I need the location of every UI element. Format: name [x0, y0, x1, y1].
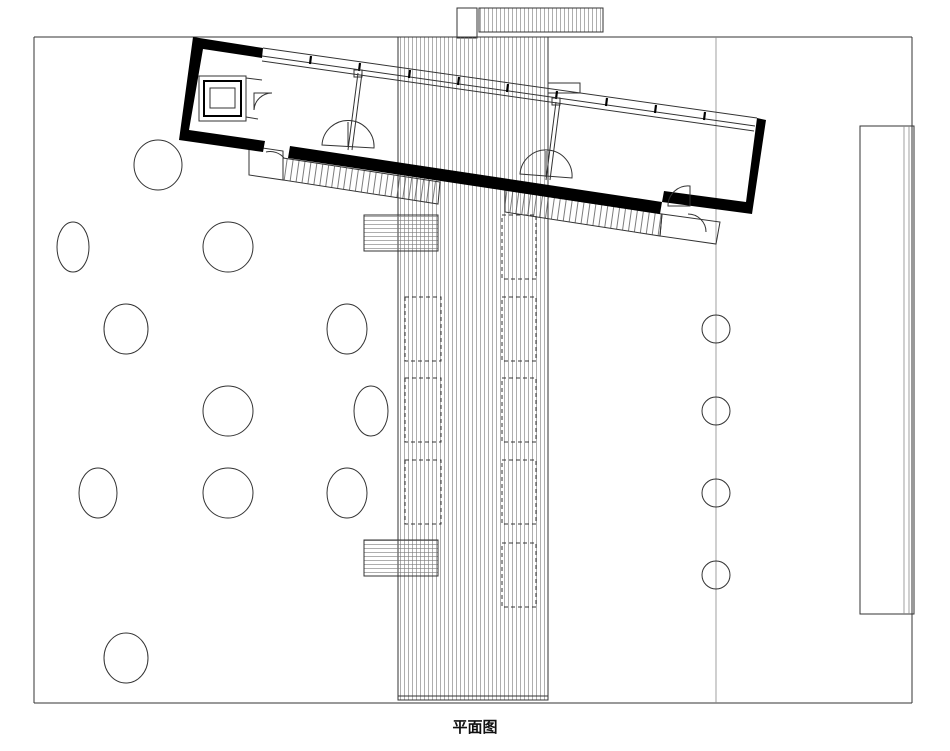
floor-plan-drawing — [33, 7, 915, 704]
small-circles — [701, 314, 731, 590]
right-long-bench — [859, 125, 915, 615]
tree-canopies — [56, 139, 389, 684]
central-boardwalk — [397, 36, 549, 701]
site-boundary — [33, 36, 913, 704]
dashed-planters — [404, 214, 537, 608]
entry-stair-top — [456, 7, 604, 39]
pavilion-building — [179, 37, 766, 245]
boardwalk-side-steps — [363, 214, 439, 577]
plan-caption: 平面图 — [452, 718, 498, 736]
